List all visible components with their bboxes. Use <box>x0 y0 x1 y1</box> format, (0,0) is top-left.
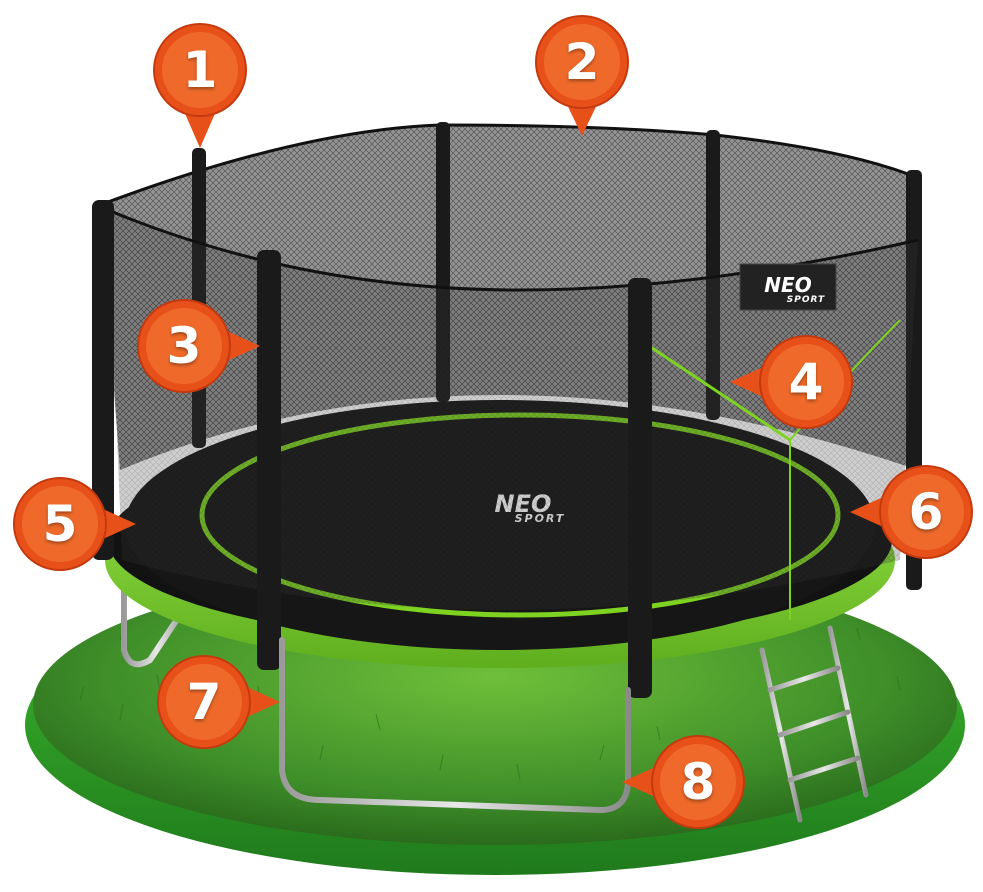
pin-left-icon <box>850 465 973 559</box>
pin-down-icon <box>535 15 629 136</box>
marker-3-label: 3 <box>166 317 202 375</box>
steel-legs-front <box>279 637 631 814</box>
pin-left-icon <box>622 735 745 829</box>
front-net-poles <box>92 200 652 698</box>
marker-3: 3 <box>134 296 260 396</box>
marker-1: 1 <box>150 20 250 148</box>
pin-down-icon <box>153 23 247 148</box>
ladder <box>759 625 869 823</box>
pin-left-icon <box>730 335 853 429</box>
marker-2-label: 2 <box>564 33 600 91</box>
marker-7: 7 <box>154 652 280 752</box>
net-tag-primary: NEO <box>764 273 811 297</box>
marker-5: 5 <box>10 474 136 574</box>
pin-right-icon <box>13 477 136 571</box>
net-brand-tag: NEO SPORT <box>739 263 837 311</box>
marker-8: 8 <box>622 732 748 832</box>
marker-6: 6 <box>850 462 976 562</box>
marker-4: 4 <box>730 332 856 432</box>
marker-6-label: 6 <box>908 483 944 541</box>
marker-8-label: 8 <box>680 753 716 811</box>
marker-7-label: 7 <box>186 673 222 731</box>
steel-legs <box>121 557 883 723</box>
net-tag-secondary: SPORT <box>787 295 825 305</box>
pin-right-icon <box>157 655 280 749</box>
pin-right-icon <box>137 299 260 393</box>
marker-4-label: 4 <box>788 353 824 411</box>
marker-5-label: 5 <box>42 495 78 553</box>
marker-2: 2 <box>532 12 632 136</box>
marker-1-label: 1 <box>182 41 218 99</box>
